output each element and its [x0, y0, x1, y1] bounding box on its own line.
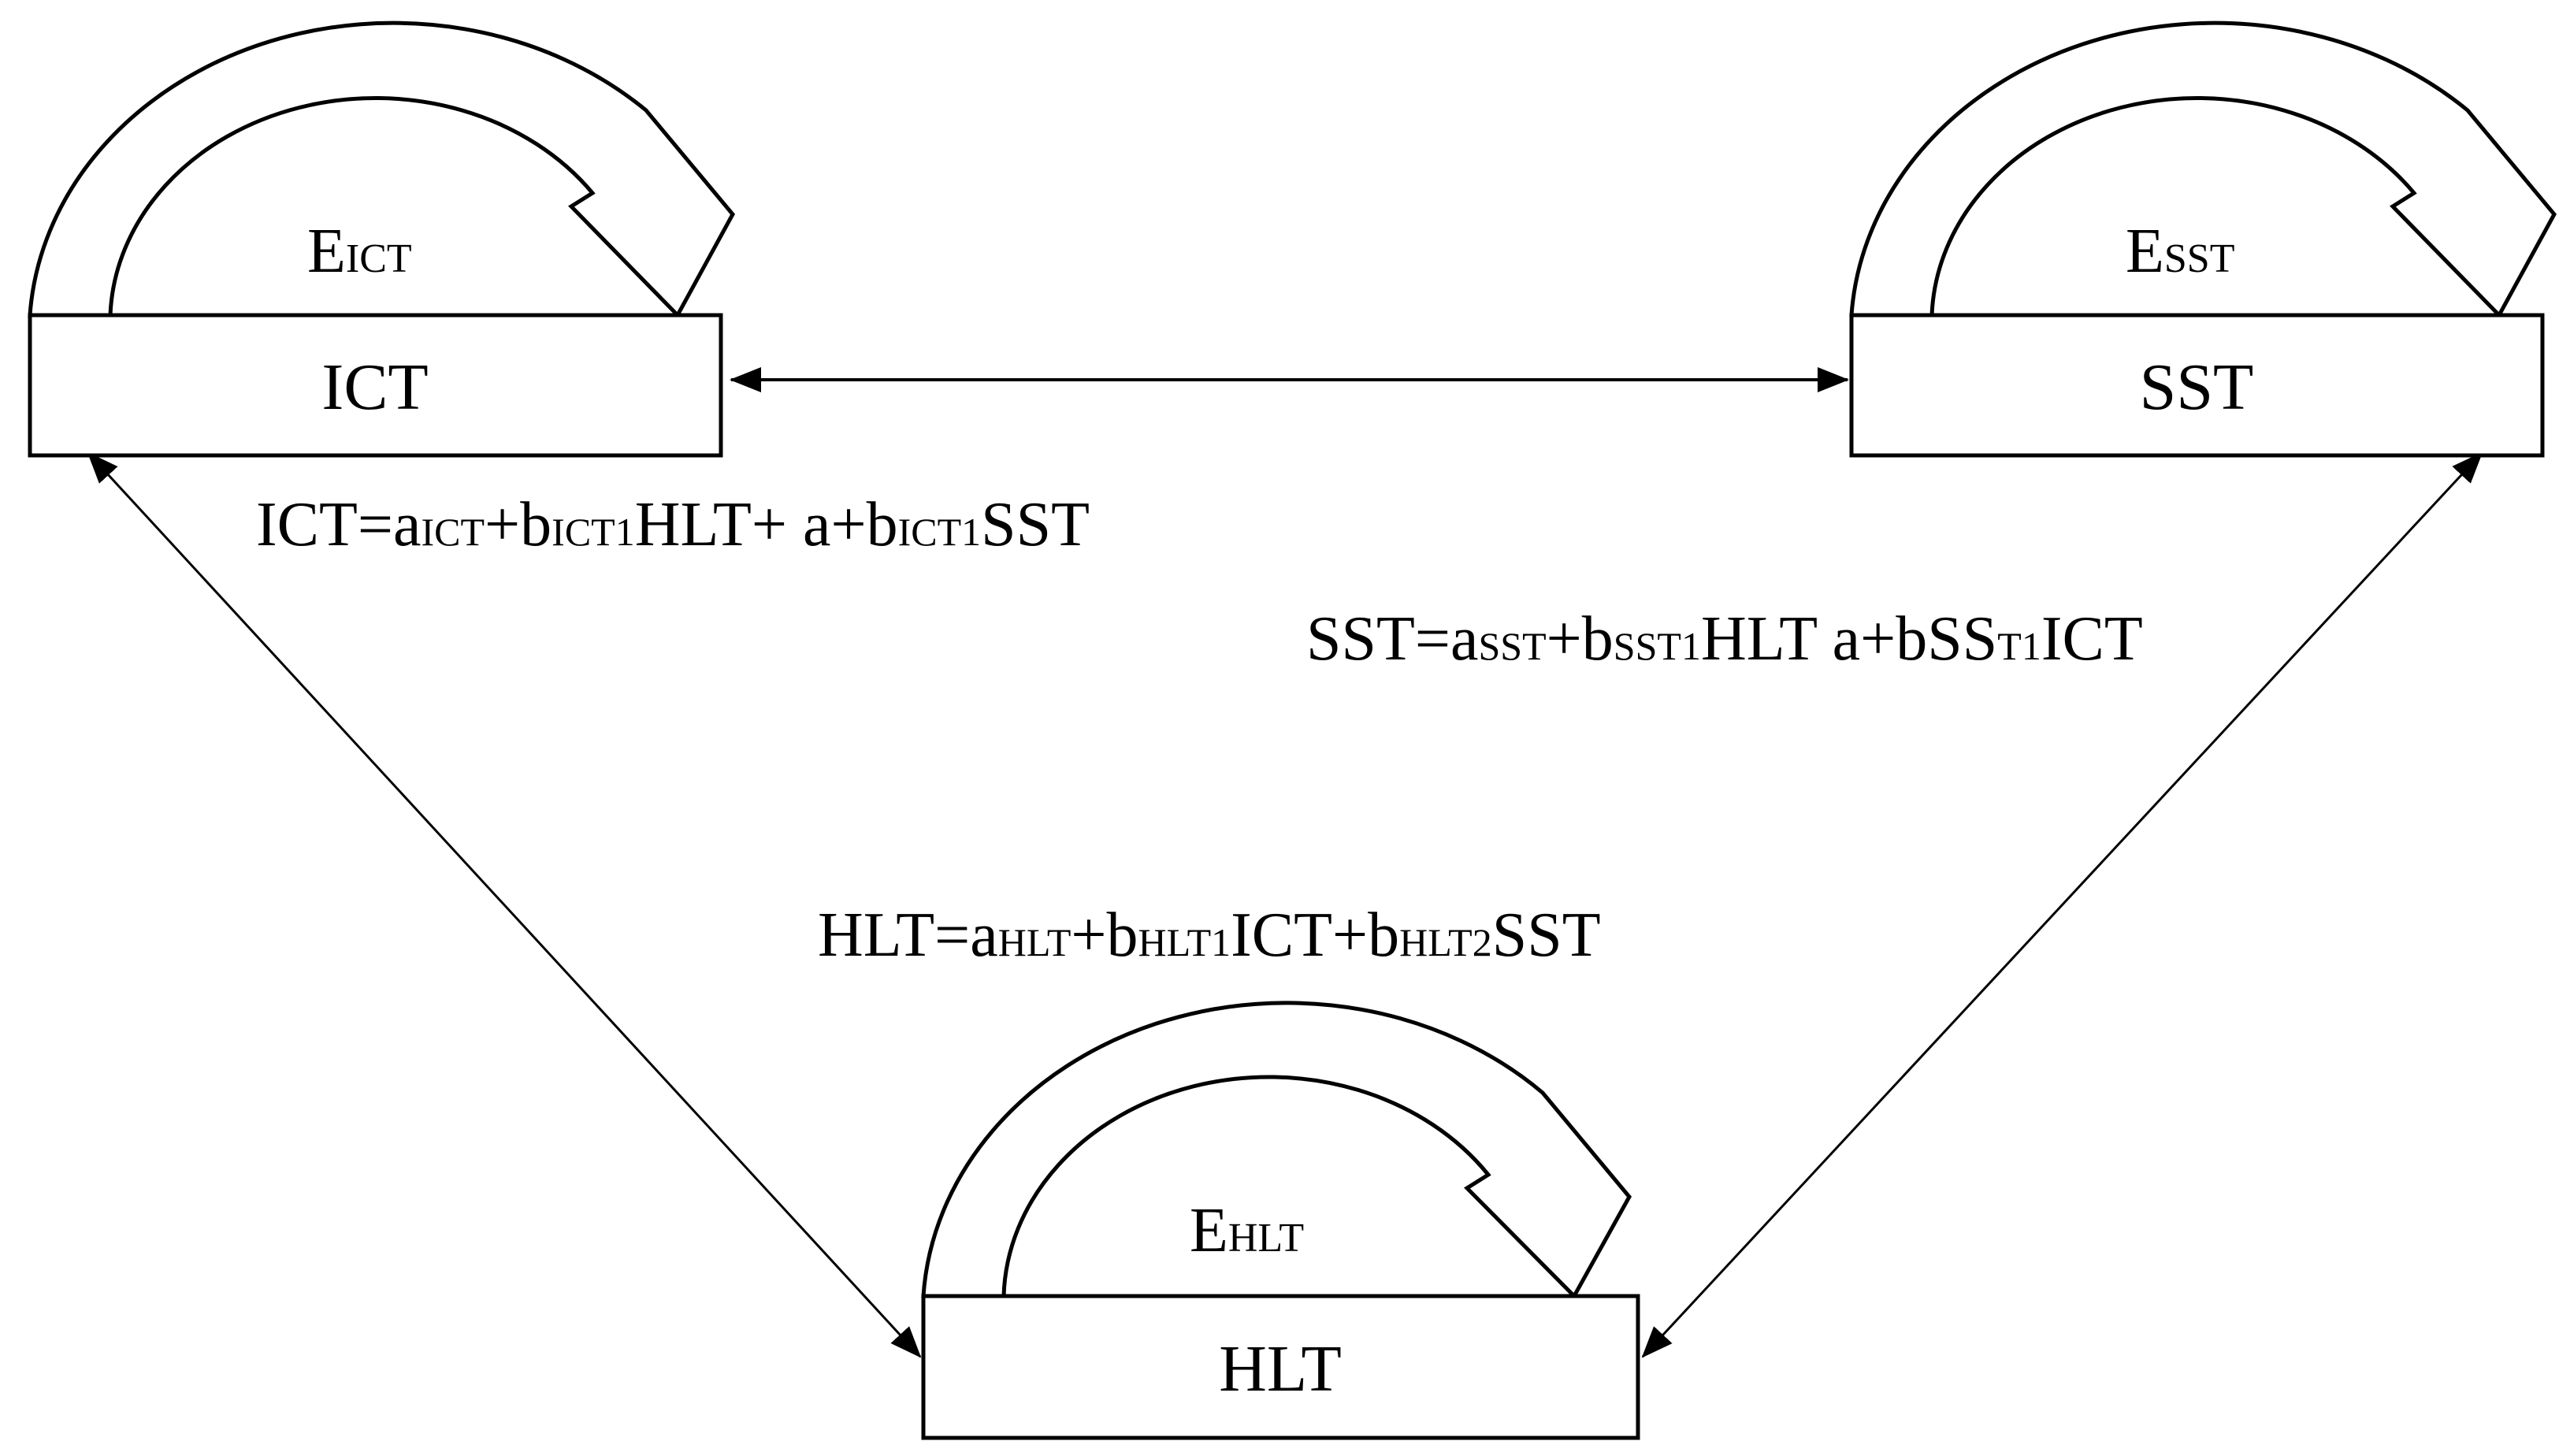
ict-equation-subscript-5: ICT1 — [898, 510, 982, 554]
sst-node: SST — [1849, 313, 2545, 458]
sst-hlt-link — [1641, 451, 2483, 1358]
hlt-equation-term-4: ICT+b — [1231, 901, 1399, 970]
hlt-equation-term-0: HLT=a — [818, 901, 998, 970]
ict-loop-arrow-shape — [28, 20, 736, 319]
ict-effect-sub: ICT — [346, 236, 412, 281]
hlt-effect-sub: HLT — [1228, 1216, 1304, 1261]
hlt-self-effect-arrow: EHLT — [921, 1001, 1632, 1300]
hlt-box — [921, 1294, 1640, 1440]
sst-box — [1849, 313, 2545, 458]
ict-equation-term-6: SST — [981, 490, 1090, 559]
hlt-loop-arrow-shape — [921, 1001, 1632, 1300]
sst-effect-sub: SST — [2164, 236, 2235, 281]
sst-effect-base: E — [2126, 217, 2164, 286]
sst-equation-term-2: +b — [1547, 604, 1614, 674]
ict-effect-base: E — [307, 217, 346, 286]
hlt-equation-subscript-1: HLT — [998, 920, 1071, 964]
sst-loop-arrow-shape — [1849, 20, 2557, 319]
ict-equation: ICT=aICT+bICT1HLT+ a+bICT1SST — [256, 490, 1090, 559]
sst-equation-term-4: HLT a+bSS — [1701, 604, 1997, 674]
ict-equation-term-0: ICT=a — [256, 490, 422, 559]
sst-equation-subscript-1: SST — [1478, 624, 1546, 668]
hlt-equation-term-6: SST — [1492, 901, 1601, 970]
hlt-node: HLT — [921, 1294, 1640, 1440]
ict-equation-term-2: +b — [485, 490, 552, 559]
hlt-effect-base: E — [1190, 1196, 1228, 1265]
sst-equation: SST=aSST+bSST1HLT a+bSST1ICT — [1306, 604, 2143, 674]
hlt-equation: HLT=aHLT+bHLT1ICT+bHLT2SST — [818, 901, 1601, 970]
ict-box — [28, 313, 723, 458]
hlt-node-label: HLT — [1219, 1332, 1342, 1406]
sst-equation-term-6: ICT — [2041, 604, 2143, 674]
sst-equation-subscript-5: T1 — [1997, 624, 2041, 668]
sst-effect-label: ESST — [2126, 217, 2234, 286]
sst-equation-term-0: SST=a — [1306, 604, 1478, 674]
hlt-equation-subscript-3: HLT1 — [1138, 920, 1231, 964]
ict-node: ICT — [28, 313, 723, 458]
hlt-effect-label: EHLT — [1190, 1196, 1304, 1265]
ict-self-effect-arrow: EICT — [28, 20, 736, 319]
ict-equation-term-4: HLT+ a+b — [635, 490, 898, 559]
hlt-equation-term-2: +b — [1071, 901, 1138, 970]
ict-equation-subscript-1: ICT — [422, 510, 485, 554]
ict-equation-subscript-3: ICT1 — [552, 510, 635, 554]
sst-equation-subscript-3: SST1 — [1614, 624, 1701, 668]
sst-self-effect-arrow: ESST — [1849, 20, 2557, 319]
ict-effect-label: EICT — [307, 217, 412, 286]
hlt-equation-subscript-5: HLT2 — [1399, 920, 1492, 964]
sst-node-label: SST — [2140, 351, 2254, 424]
ict-hlt-link — [87, 451, 922, 1358]
ict-node-label: ICT — [321, 351, 428, 424]
